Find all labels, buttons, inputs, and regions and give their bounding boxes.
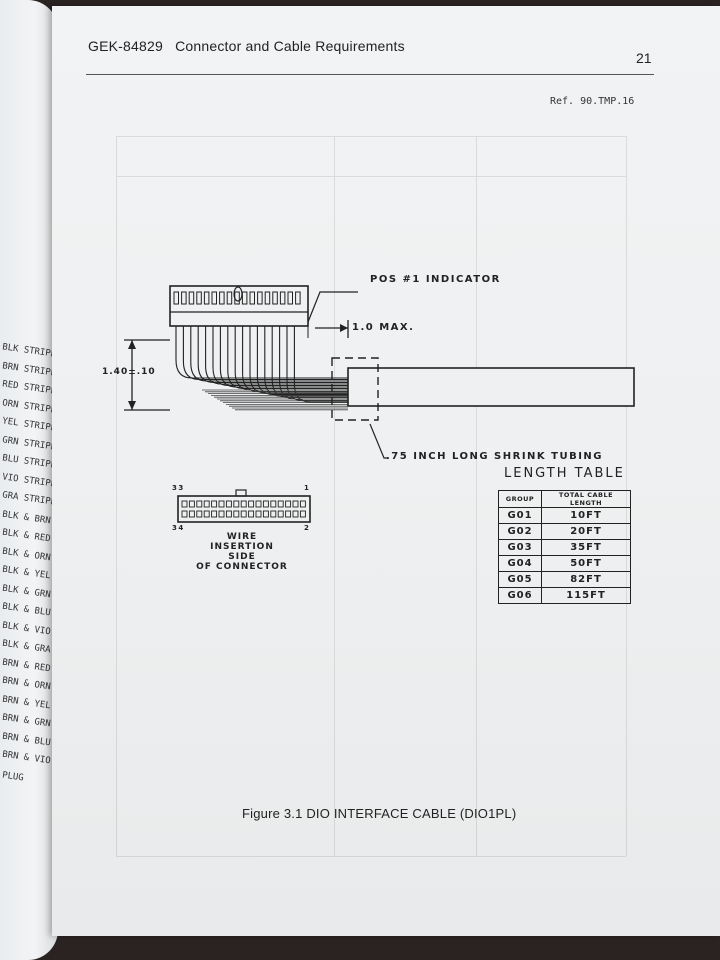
left-page-fragment: VIO STRIPE	[1, 471, 57, 490]
left-page-fragment: BRN & VIO	[1, 749, 52, 767]
connector-pin-row	[173, 291, 301, 305]
connector-face	[177, 495, 311, 523]
figure-caption: Figure 3.1 DIO INTERFACE CABLE (DIO1PL)	[242, 806, 517, 821]
connector-caption: WIRE INSERTION SIDE OF CONNECTOR	[196, 532, 288, 572]
cable-jacket	[347, 367, 635, 407]
left-page-fragment: GRA STRIPE	[1, 490, 57, 508]
group-header: GROUP	[498, 490, 542, 508]
polarity-key	[233, 286, 243, 302]
document-page: GEK-84829 Connector and Cable Requiremen…	[52, 6, 720, 936]
pin-2-label: 2	[304, 524, 311, 532]
connector-face-pins	[181, 500, 306, 518]
left-page-fragment: BLK & BRN	[1, 509, 52, 526]
pin-34-label: 34	[172, 524, 185, 532]
left-page-fragment: BLU STRIPE	[1, 453, 57, 471]
left-page-fragment: ORN STRIPE	[1, 397, 57, 416]
left-page-fragment: RED STRIPE	[1, 379, 57, 397]
reference-code: Ref. 90.TMP.16	[550, 96, 635, 107]
max-dimension-label: 1.0 MAX.	[352, 322, 415, 333]
left-page-fragment: BLK & GRA	[1, 638, 52, 656]
left-page-fragment: BLK & RED	[1, 527, 52, 545]
left-page-fragment: BLK & BLU	[1, 601, 52, 619]
left-page-fragment: BRN & YEL	[1, 694, 52, 711]
shrink-tubing-outline	[331, 357, 379, 421]
doc-code: GEK-84829	[88, 38, 163, 54]
left-page-fragment: BLK & ORN	[1, 546, 52, 563]
cable-drawing	[124, 285, 635, 523]
page-header: GEK-84829 Connector and Cable Requiremen…	[88, 38, 405, 54]
length-header: TOTAL CABLE LENGTH	[541, 490, 631, 508]
shrink-tubing-label: .75 INCH LONG SHRINK TUBING	[386, 451, 604, 462]
header-title: Connector and Cable Requirements	[175, 38, 405, 54]
length-table-title: LENGTH TABLE	[504, 466, 625, 481]
header-rule	[86, 74, 654, 75]
left-page-fragment: GRN STRIPE	[1, 434, 57, 453]
left-page-fragment: YEL STRIPE	[1, 416, 57, 434]
connector-body	[169, 285, 309, 327]
pos-indicator-label: POS #1 INDICATOR	[370, 274, 501, 285]
left-page-fragment: BLK & YEL	[1, 564, 52, 582]
height-dimension-label: 1.40±.10	[102, 367, 156, 377]
left-page-fragment: BLK & VIO	[1, 620, 52, 637]
pin-33-label: 33	[172, 484, 185, 492]
ribbon-cable	[175, 326, 348, 411]
left-page-fragment: PLUG	[1, 770, 25, 783]
left-page-fragment: BRN STRIPE	[1, 360, 57, 379]
left-page-fragment: BLK & GRN	[1, 583, 52, 600]
left-page-fragment: BRN & BLU	[1, 731, 52, 748]
left-page-fragment: BLK STRIPE	[1, 342, 57, 360]
page-number: 21	[636, 50, 652, 66]
pin-1-label: 1	[304, 484, 311, 492]
left-page-fragment: BRN & ORN	[1, 675, 52, 693]
left-page-fragment: BRN & RED	[1, 657, 52, 674]
left-page-fragment: BRN & GRN	[1, 712, 52, 730]
